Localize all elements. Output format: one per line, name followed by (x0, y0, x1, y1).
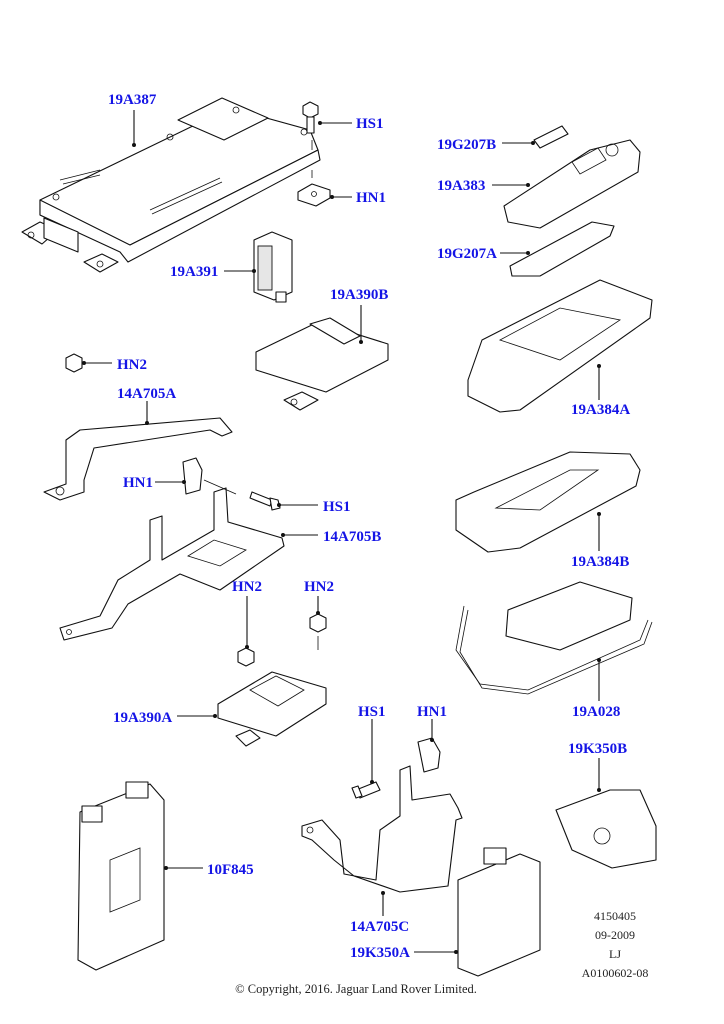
callout-19A387: 19A387 (108, 92, 157, 108)
callout-HN2: HN2 (117, 357, 147, 373)
callout-19A391: 19A391 (170, 264, 219, 280)
callout-HS1: HS1 (356, 116, 384, 132)
callout-HN1: HN1 (356, 190, 386, 206)
callout-19A384B: 19A384B (571, 554, 630, 570)
part-10F845-module (77, 781, 165, 971)
part-19K350B-camera (555, 789, 657, 869)
callout-19A383: 19A383 (437, 178, 486, 194)
part-19A387-module (21, 97, 321, 273)
part-HS1-bolt (302, 101, 319, 178)
part-19G207A-cover (509, 221, 615, 277)
part-19A384A-cradle (467, 279, 653, 413)
part-19A384B-cradle (455, 451, 641, 553)
part-HN1-clip-middle (182, 457, 203, 495)
part-19A390A-module (217, 671, 327, 747)
part-19G207B-battery (533, 125, 569, 149)
part-HS1-bolt-middle (203, 479, 281, 511)
part-19A383-handset (503, 139, 641, 229)
part-19A390B-module (255, 317, 389, 411)
part-19A028-harness (455, 581, 653, 695)
part-HS1-bolt-lower (351, 781, 381, 799)
callout-HS1-middle: HS1 (323, 499, 351, 515)
drawing-date: 09-2009 (595, 928, 635, 942)
callout-19G207A: 19G207A (437, 246, 497, 262)
part-19K350A-module (457, 847, 541, 977)
part-HN1-clip-lower (417, 737, 441, 773)
callout-HN2-lower-1: HN2 (232, 579, 262, 595)
callout-19K350B: 19K350B (568, 741, 628, 757)
part-HN1-clip (297, 183, 331, 207)
callout-19A028: 19A028 (572, 704, 621, 720)
copyright-notice: © Copyright, 2016. Jaguar Land Rover Lim… (235, 982, 477, 996)
part-ref-number: 4150405 (594, 909, 636, 923)
drawer-initials: LJ (609, 947, 621, 961)
callout-19A390B: 19A390B (330, 287, 389, 303)
part-HN2-nut-lower-2 (309, 613, 327, 650)
callout-19K350A: 19K350A (350, 945, 410, 961)
callout-HN1-lower: HN1 (417, 704, 447, 720)
callout-HN1-middle: HN1 (123, 475, 153, 491)
callout-14A705C: 14A705C (350, 919, 410, 935)
callout-HN2-lower-2: HN2 (304, 579, 334, 595)
callout-14A705A: 14A705A (117, 386, 177, 402)
part-19A391-connector (253, 231, 293, 303)
callout-19G207B: 19G207B (437, 137, 497, 153)
drawing-id: A0100602-08 (581, 966, 649, 980)
leader-lines (82, 110, 601, 954)
part-14A705C-bracket (301, 765, 463, 893)
callout-14A705B: 14A705B (323, 529, 382, 545)
callout-19A384A: 19A384A (571, 402, 631, 418)
callout-10F845: 10F845 (207, 862, 254, 878)
callout-19A390A: 19A390A (113, 710, 173, 726)
callout-HS1-lower: HS1 (358, 704, 386, 720)
part-HN2-nut (65, 353, 83, 373)
part-HN2-nut-lower-1 (237, 647, 255, 667)
part-14A705A-bracket (43, 417, 233, 501)
part-14A705B-bracket (59, 487, 285, 641)
